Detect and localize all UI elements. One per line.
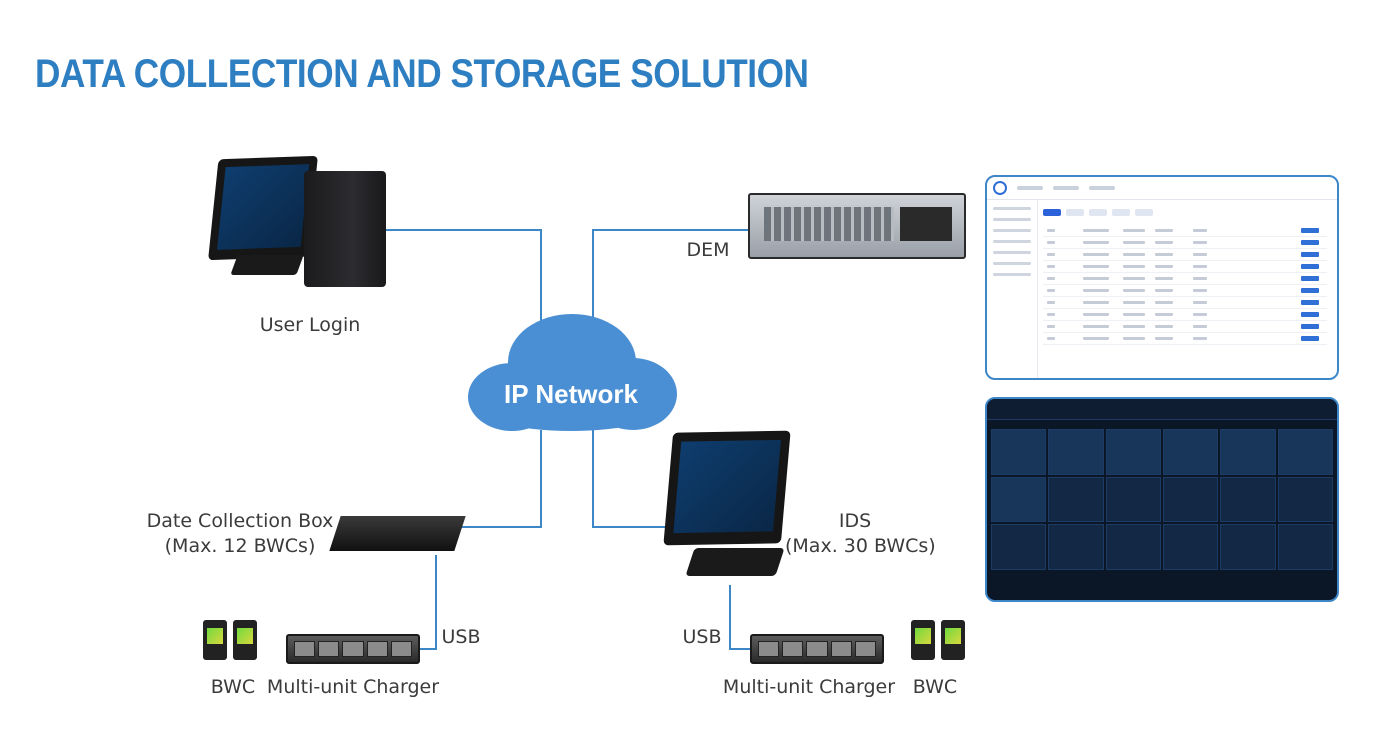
bwc-camera-right [911,620,965,660]
collection-box-label-line2: (Max. 12 BWCs) [164,535,316,557]
data-collection-box [329,516,466,551]
line-usb-right [729,585,750,650]
diagram-title: DATA COLLECTION AND STORAGE SOLUTION [35,52,809,96]
monitor-stand [230,255,304,275]
user-login-monitor [208,155,318,261]
ip-network-label: IP Network [504,379,638,409]
line-collection-box [460,430,542,528]
bwc-right-label: BWC [912,676,958,698]
line-ids [592,430,690,528]
ids-monitor [663,430,791,546]
dem-label: DEM [686,239,730,261]
dem-server [748,193,966,259]
user-login-label: User Login [259,314,361,336]
collection-box-label-line1: Date Collection Box [146,510,334,532]
ids-label-line1: IDS [838,510,872,532]
pc-tower [304,171,386,287]
charger-left-label: Multi-unit Charger [266,676,440,698]
charger-right-label: Multi-unit Charger [722,676,896,698]
ids-label-line2: (Max. 30 BWCs) [785,535,936,557]
line-dem [592,229,748,330]
usb-left-label: USB [441,626,481,648]
line-usb-left [420,555,437,650]
line-user-login [386,229,542,330]
multi-unit-charger-left [286,634,420,664]
bwc-camera-left [203,620,257,660]
bwc-left-label: BWC [210,676,256,698]
ids-stand [685,548,785,576]
ids-software-screenshot [985,397,1339,602]
multi-unit-charger-right [750,634,884,664]
ip-network-cloud [468,314,677,431]
usb-right-label: USB [682,626,722,648]
dem-software-screenshot [985,175,1339,380]
